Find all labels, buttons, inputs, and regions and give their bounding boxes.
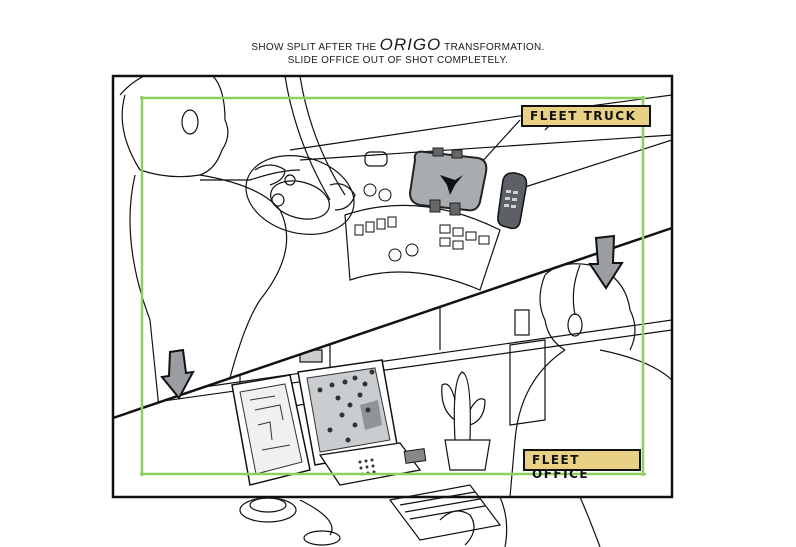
steering-wheel — [245, 155, 355, 235]
fleet-office-label: FLEET OFFICE — [523, 449, 641, 481]
note-text-before: SHOW SPLIT AFTER THE — [251, 42, 377, 53]
right-hand — [329, 183, 356, 211]
cactus-pot — [444, 439, 491, 471]
dashboard-panel — [344, 204, 501, 291]
arrow-down-icon — [588, 234, 624, 290]
typing-hand — [439, 510, 475, 546]
a-pillar — [284, 76, 331, 201]
monitor-stand — [239, 497, 297, 523]
dispatcher-back — [509, 349, 566, 497]
driver-head — [119, 76, 229, 176]
product-name: ORIGO — [379, 35, 442, 54]
driver-ear — [181, 109, 199, 135]
left-hand — [254, 164, 286, 186]
note-text-after: TRANSFORMATION. — [444, 42, 545, 53]
split-divider — [112, 226, 673, 420]
arrow-down-icon — [160, 348, 195, 400]
fleet-truck-label: FLEET TRUCK — [521, 105, 651, 127]
driver-arm — [199, 174, 288, 418]
cactus — [453, 371, 471, 441]
headset-mic — [514, 309, 530, 336]
keyboard — [388, 484, 502, 541]
hummingbird-logo-icon — [440, 175, 463, 195]
wall-line — [113, 319, 672, 401]
map-vehicle-markers — [317, 369, 375, 443]
origo-device — [408, 147, 488, 216]
office-monitors — [231, 359, 427, 486]
direction-note-line-1: SHOW SPLIT AFTER THE ORIGO TRANSFORMATIO… — [0, 35, 796, 55]
dispatcher-ear — [567, 313, 583, 337]
overflow-sketch — [239, 484, 601, 547]
driver-back — [129, 174, 161, 418]
direction-note-line-2: SLIDE OFFICE OUT OF SHOT COMPLETELY. — [287, 55, 509, 66]
headset-band — [572, 264, 581, 316]
mirror — [364, 151, 388, 167]
handset-device — [497, 172, 528, 230]
safe-area-guide — [140, 96, 646, 476]
frame-border — [111, 74, 674, 499]
mouse — [303, 530, 341, 546]
